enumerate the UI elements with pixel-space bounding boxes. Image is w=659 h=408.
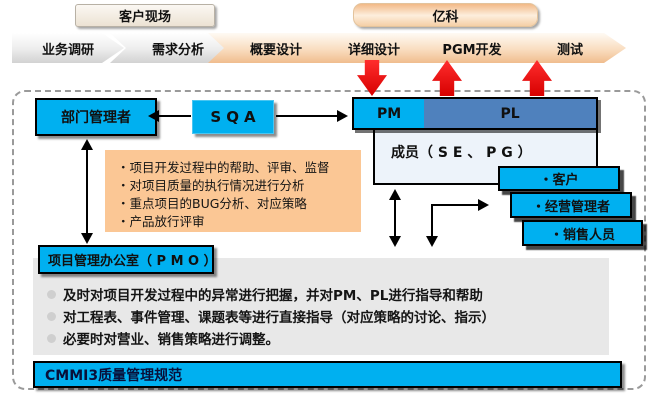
organization-container <box>12 90 646 390</box>
stakeholder-customer-box: ・客户 <box>498 166 620 191</box>
pl-label: PL <box>424 99 596 128</box>
pmo-duty-item: 及时对项目开发过程中的异常进行把握，并对PM、PL进行指导和帮助 <box>47 283 609 305</box>
stakeholder-management-box: ・经营管理者 <box>510 192 632 218</box>
sqa-box: SQA <box>192 100 274 134</box>
sqa-duties-panel: ・项目开发过程中的帮助、评审、监督 ・对项目质量的执行情况进行分析 ・重点项目的… <box>105 150 361 232</box>
company-header: 亿科 <box>353 3 538 27</box>
pmo-duty-item: 对工程表、事件管理、课题表等进行直接指导（对应策略的讨论、指示） <box>47 305 609 327</box>
stakeholder-sales-box: ・销售人员 <box>522 220 643 246</box>
process-step-testing: 测试 <box>502 33 626 63</box>
process-step-requirement-analysis: 需求分析 <box>110 33 234 63</box>
customer-site-header: 客户现场 <box>75 4 215 27</box>
pm-label: PM <box>354 99 425 128</box>
bullet-icon <box>47 311 56 321</box>
bullet-icon <box>47 333 56 343</box>
pmo-duty-item: 必要时对营业、销售策略进行调整。 <box>47 327 609 349</box>
sqa-duty-item: ・重点项目的BUG分析、对应策略 <box>117 196 307 211</box>
bullet-icon <box>47 289 56 299</box>
pmo-duties-panel: 及时对项目开发过程中的异常进行把握，并对PM、PL进行指导和帮助 对工程表、事件… <box>33 258 609 355</box>
sqa-duty-item: ・产品放行评审 <box>117 214 205 229</box>
sqa-duty-item: ・项目开发过程中的帮助、评审、监督 <box>117 160 330 175</box>
dept-manager-box: 部门管理者 <box>35 98 157 136</box>
sqa-duty-item: ・对项目质量的执行情况进行分析 <box>117 178 305 193</box>
process-step-business-research: 业务调研 <box>12 33 124 63</box>
cmmi-standard-box: CMMI3质量管理规范 <box>33 361 622 388</box>
pmo-box: 项目管理办公室（ P M O ） <box>38 245 217 274</box>
pm-pl-box: PM PL <box>352 97 598 130</box>
